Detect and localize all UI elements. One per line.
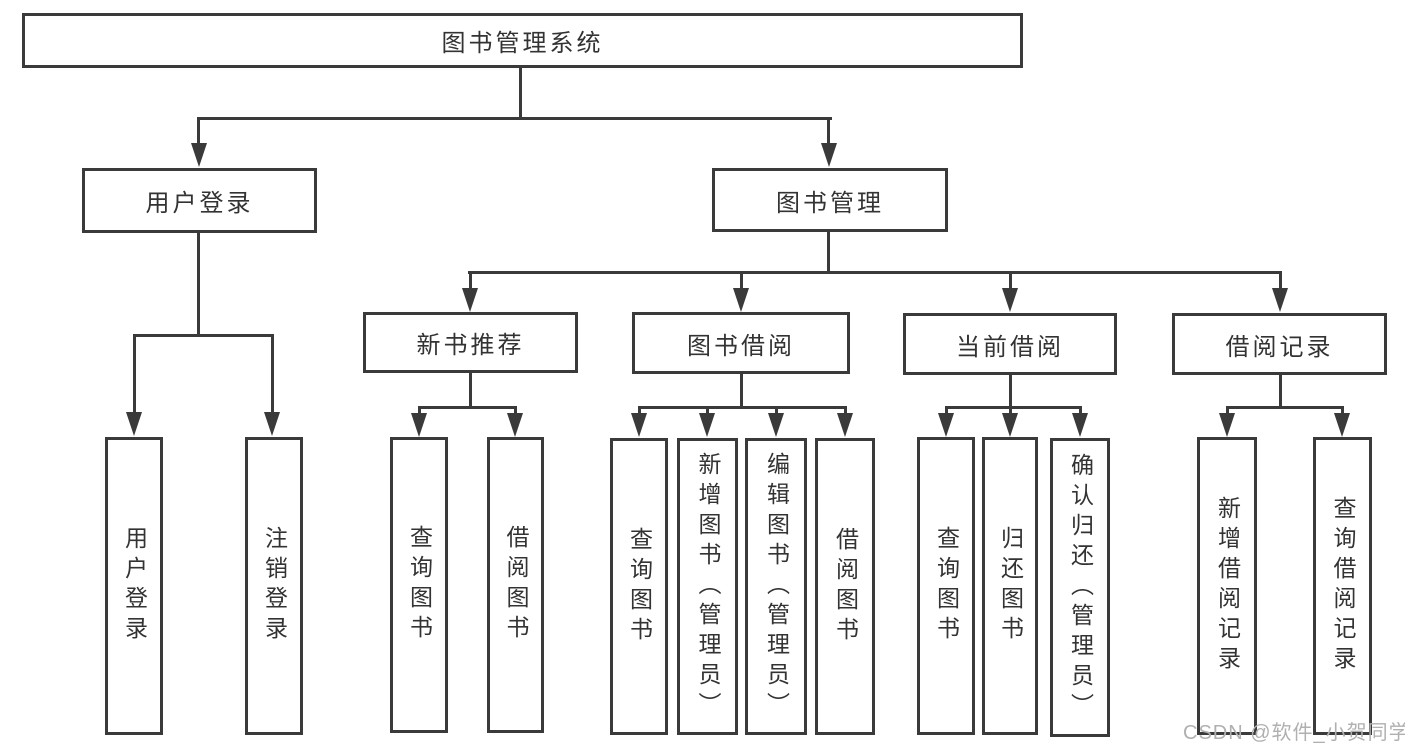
arrowhead-current-borrow-leaf2 [1002, 413, 1018, 437]
connector-book-management-down [827, 230, 830, 274]
connector-borrow-records-down [1279, 373, 1282, 408]
leaf-user-login: 用户登录 [105, 437, 163, 735]
connector-to-book-borrow [740, 271, 743, 293]
leaf-add-borrow-record: 新增借阅记录 [1197, 437, 1257, 735]
node-book-management: 图书管理 [712, 168, 948, 232]
connector-current-borrow-down [1009, 373, 1012, 408]
connector-borrow-records-split [1226, 406, 1344, 409]
connector-current-borrow-leaf1 [945, 406, 948, 418]
connector-new-book-down [469, 371, 472, 408]
arrowhead-book-borrow-leaf2 [699, 413, 715, 437]
leaf-confirm-return-admin: 确认归还（管理员） [1050, 438, 1110, 737]
connector-new-book-split [418, 406, 517, 409]
connector-root-split [197, 117, 832, 120]
connector-to-logout-leaf [271, 334, 274, 416]
leaf-logout: 注销登录 [245, 437, 303, 735]
arrowhead-borrow-records-leaf2 [1334, 413, 1350, 437]
arrowhead-new-book [462, 288, 478, 312]
leaf-borrow-books-recommend: 借阅图书 [487, 437, 544, 733]
arrowhead-book-management [821, 143, 837, 167]
node-current-borrow: 当前借阅 [903, 313, 1117, 375]
arrowhead-current-borrow [1002, 288, 1018, 312]
connector-borrow-records-leaf2 [1341, 406, 1344, 418]
arrowhead-login-leaf [126, 412, 142, 436]
connector-to-book-management [827, 117, 830, 147]
arrowhead-new-book-leaf1 [411, 413, 427, 437]
arrowhead-current-borrow-leaf3 [1072, 413, 1088, 437]
arrowhead-book-borrow-leaf1 [631, 413, 647, 437]
connector-new-book-leaf1 [418, 406, 421, 418]
arrowhead-logout-leaf [264, 412, 280, 436]
connector-user-login-split [133, 334, 274, 337]
arrowhead-book-borrow-leaf3 [768, 413, 784, 437]
connector-borrow-records-leaf1 [1226, 406, 1229, 418]
connector-book-borrow-leaf4 [844, 406, 847, 418]
connector-book-borrow-split [638, 406, 847, 409]
arrowhead-borrow-records-leaf1 [1219, 413, 1235, 437]
node-new-book-recommend: 新书推荐 [363, 312, 578, 373]
node-borrow-records: 借阅记录 [1172, 313, 1387, 375]
connector-current-borrow-leaf3 [1079, 406, 1082, 418]
connector-to-new-book [469, 271, 472, 293]
leaf-query-books-current: 查询图书 [917, 437, 975, 735]
connector-root-down [519, 66, 522, 118]
connector-book-borrow-down [740, 372, 743, 408]
connector-to-borrow-records [1279, 271, 1282, 293]
arrowhead-book-borrow-leaf4 [837, 413, 853, 437]
node-user-login: 用户登录 [82, 168, 317, 233]
leaf-edit-books-admin: 编辑图书（管理员） [745, 438, 807, 735]
leaf-borrow-books: 借阅图书 [815, 438, 875, 735]
node-library-management-system: 图书管理系统 [22, 13, 1023, 68]
connector-book-borrow-leaf3 [775, 406, 778, 418]
connector-to-user-login [197, 117, 200, 147]
arrowhead-book-borrow [733, 288, 749, 312]
leaf-return-books: 归还图书 [982, 437, 1038, 735]
arrowhead-new-book-leaf2 [507, 413, 523, 437]
connector-book-borrow-leaf2 [706, 406, 709, 418]
arrowhead-current-borrow-leaf1 [938, 413, 954, 437]
connector-current-borrow-split [945, 406, 1082, 409]
node-book-borrow: 图书借阅 [632, 312, 850, 374]
leaf-add-books-admin: 新增图书（管理员） [677, 438, 738, 735]
leaf-query-books-borrow: 查询图书 [610, 438, 668, 735]
csdn-watermark: CSDN @软件_小贺同学 [1183, 722, 1405, 744]
connector-current-borrow-leaf2 [1009, 406, 1012, 418]
connector-book-management-split [468, 271, 1282, 274]
connector-to-login-leaf [133, 334, 136, 416]
arrowhead-user-login [191, 143, 207, 167]
connector-new-book-leaf2 [514, 406, 517, 418]
connector-book-borrow-leaf1 [638, 406, 641, 418]
arrowhead-borrow-records [1272, 288, 1288, 312]
connector-user-login-down [197, 231, 200, 337]
leaf-query-borrow-record: 查询借阅记录 [1313, 437, 1372, 735]
connector-to-current-borrow [1009, 271, 1012, 293]
leaf-query-books-recommend: 查询图书 [390, 437, 448, 733]
